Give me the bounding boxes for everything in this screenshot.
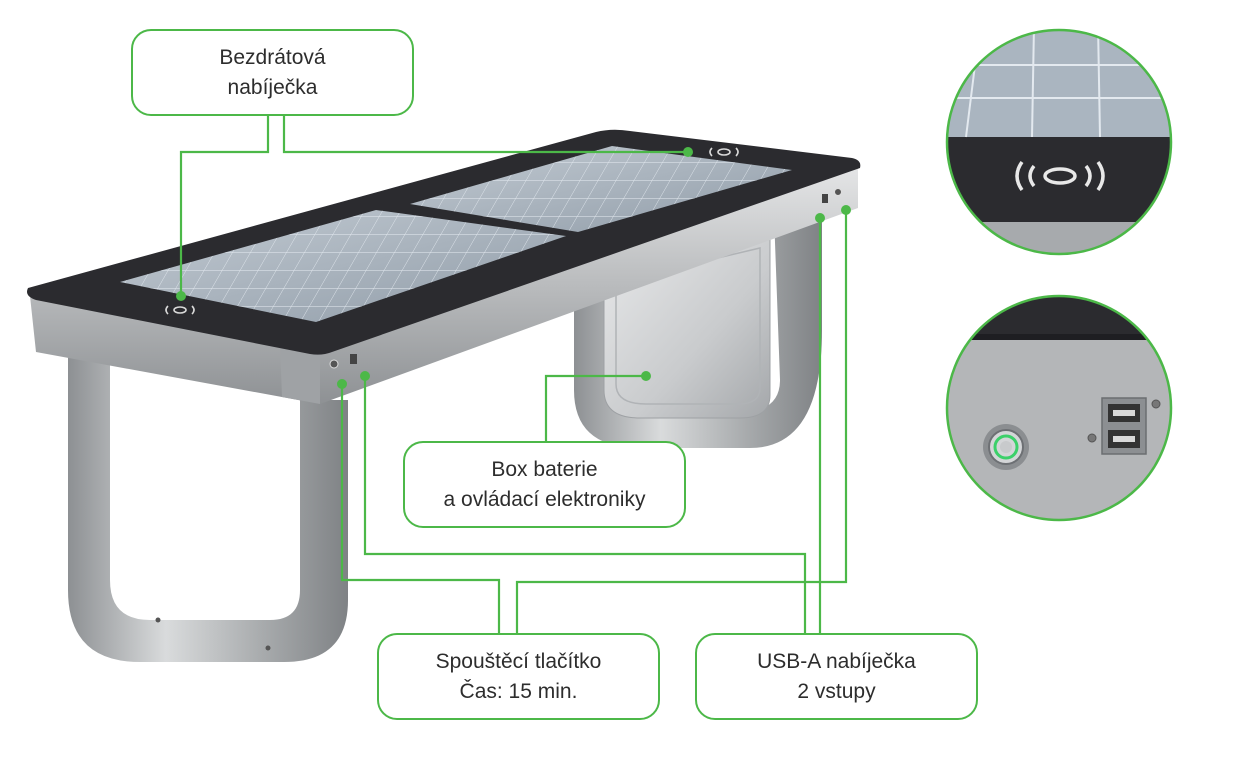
callout-button-line1: Spouštěcí tlačítko — [435, 649, 602, 673]
wireless-symbol-icon — [1015, 160, 1105, 192]
callout-wireless-line1: Bezdrátová — [219, 45, 326, 69]
callout-battery-line1: Box baterie — [491, 457, 598, 481]
bench-steel-frame — [30, 168, 858, 404]
usb-ports-icon — [1087, 397, 1161, 455]
callout-start-button: Spouštěcí tlačítko Čas: 15 min. — [377, 633, 660, 720]
callout-battery-line2: a ovládací elektroniky — [443, 487, 646, 511]
bench-front-leg — [68, 356, 348, 662]
solar-panel-left — [120, 210, 566, 322]
callout-button-line2: Čas: 15 min. — [459, 679, 578, 703]
callout-connector-lines — [179, 116, 848, 633]
callout-connector-dots — [176, 147, 851, 389]
detail-button-usb — [945, 294, 1173, 522]
callout-usb-charger: USB-A nabíječka 2 vstupy — [695, 633, 978, 720]
callout-battery-box: Box baterie a ovládací elektroniky — [403, 441, 686, 528]
callout-wireless-charger: Bezdrátová nabíječka — [131, 29, 414, 116]
detail-wireless-charger — [945, 28, 1173, 256]
bench-top — [27, 129, 861, 355]
callout-usb-line2: 2 vstupy — [797, 679, 876, 703]
wireless-charging-icon — [165, 147, 739, 315]
start-button-icon — [983, 424, 1029, 470]
solar-panel-right — [410, 146, 792, 232]
callout-usb-line1: USB-A nabíječka — [757, 649, 916, 673]
bench-ports — [329, 188, 842, 369]
callout-wireless-line2: nabíječka — [227, 75, 318, 99]
bench-rear-leg — [574, 215, 822, 448]
